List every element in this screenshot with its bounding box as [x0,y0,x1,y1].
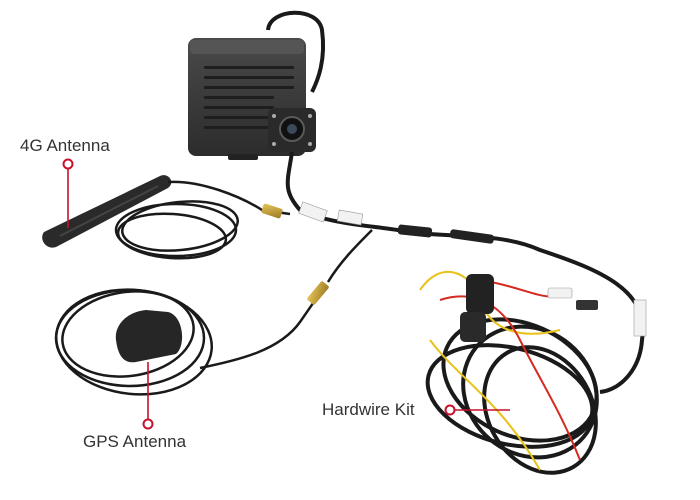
antenna-4g-connector [261,203,283,219]
callout-hardwire [444,404,510,416]
antenna-4g [42,175,291,260]
label-hardwire-kit: Hardwire Kit [322,400,415,419]
camera-vents [204,66,294,129]
label-4g-antenna: 4G Antenna [20,136,110,155]
antenna-gps [54,229,373,396]
fuse-holder [466,274,494,314]
callout-4g [62,158,74,228]
callout-gps-marker [142,418,154,430]
callout-4g-marker [62,158,74,170]
callout-hardwire-marker [444,404,456,416]
dash-camera [188,10,647,394]
gps-puck [115,310,183,363]
camera-top-cable [266,10,326,93]
label-gps-antenna: GPS Antenna [83,432,187,451]
hardwire-kit [419,270,599,475]
callout-gps [142,362,154,430]
gps-connector [307,281,329,305]
camera-main-cable [285,151,645,394]
